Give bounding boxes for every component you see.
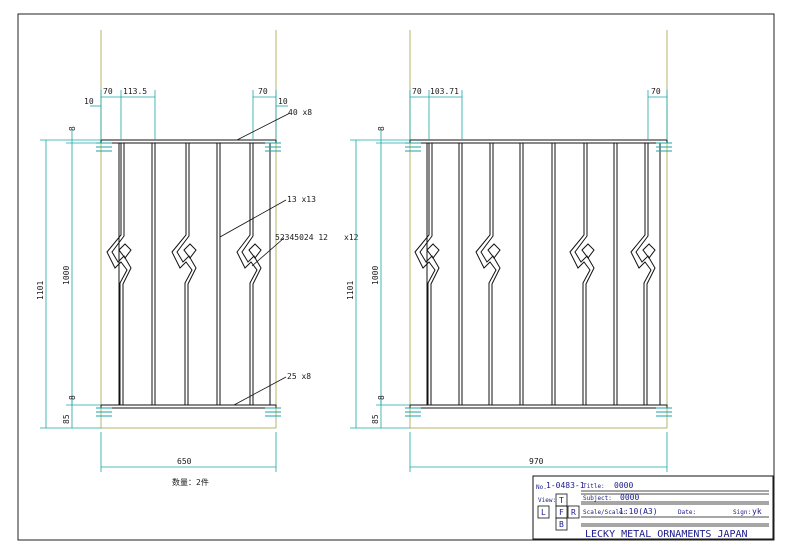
- ornamental-bars: [414, 143, 656, 405]
- scale-value: 1:10(A3): [619, 507, 658, 516]
- dimension-lines: [40, 90, 288, 472]
- subject-label: Subject:: [583, 495, 612, 502]
- anchor-brackets: [405, 142, 672, 417]
- dim-10-left: 10: [84, 97, 94, 106]
- view-label: View:: [538, 497, 556, 504]
- view-b: B: [559, 520, 564, 529]
- left-elevation-view: 70 113.5 70 10 10 8 8 1101 1000 85 650 4…: [36, 30, 328, 487]
- straight-bars: [458, 143, 618, 405]
- dim-103: 103.71: [430, 87, 459, 96]
- title-block-frame: [532, 475, 774, 540]
- dim-10-right: 10: [278, 97, 288, 106]
- dim-8-bottom: 8: [377, 395, 386, 400]
- straight-bars: [151, 143, 221, 405]
- multiplier-note: x12: [344, 233, 359, 242]
- title-label: Title:: [583, 483, 605, 490]
- leader-lines: [219, 112, 291, 406]
- sign-label: Sign:: [733, 509, 751, 516]
- drawing-number: 1-0483-1: [546, 481, 585, 490]
- dim-8-top: 8: [377, 126, 386, 131]
- no-label: No.: [536, 484, 547, 491]
- bottom-rail: [409, 404, 668, 409]
- title-block: No. 1-0483-1 Title: 0000 Subject: 0000 V…: [532, 475, 774, 540]
- title-value: 0000: [614, 481, 633, 490]
- company-name: LECKY METAL ORNAMENTS JAPAN: [585, 529, 748, 540]
- callout-part-no: 52345024 12: [275, 233, 328, 242]
- dim-1101: 1101: [36, 281, 45, 300]
- right-elevation-view: 70 103.71 70 8 8 1101 1000 85 970: [346, 30, 672, 472]
- dim-85: 85: [371, 414, 380, 424]
- date-label: Date:: [678, 509, 696, 516]
- dim-1101: 1101: [346, 281, 355, 300]
- dim-70-right: 70: [258, 87, 268, 96]
- view-r: R: [571, 508, 576, 517]
- anchor-brackets: [96, 142, 281, 417]
- dim-650: 650: [177, 457, 192, 466]
- dim-1000: 1000: [371, 266, 380, 285]
- top-rail: [100, 139, 277, 144]
- callout-top-rail: 40 x8: [288, 108, 312, 117]
- dim-8-bottom: 8: [68, 395, 77, 400]
- dim-113: 113.5: [123, 87, 147, 96]
- dim-970: 970: [529, 457, 544, 466]
- callout-bottom-rail: 25 x8: [287, 372, 311, 381]
- dimension-lines: [350, 90, 668, 472]
- sheet-border: [17, 13, 775, 541]
- dim-70-left: 70: [103, 87, 113, 96]
- view-f: F: [559, 508, 564, 517]
- top-rail: [409, 139, 668, 144]
- dim-8-top: 8: [68, 126, 77, 131]
- dim-1000: 1000: [62, 266, 71, 285]
- subject-value: 0000: [620, 493, 639, 502]
- view-l: L: [541, 508, 546, 517]
- ornamental-bars: [106, 143, 262, 405]
- bottom-rail: [100, 404, 277, 409]
- dim-70-left: 70: [412, 87, 422, 96]
- view-t: T: [559, 496, 564, 505]
- scale-label: Scale/Scale:: [583, 509, 626, 516]
- dim-85: 85: [62, 414, 71, 424]
- callout-bar: 13 x13: [287, 195, 316, 204]
- quantity-note: 数量：2件: [172, 477, 209, 487]
- sign-value: yk: [752, 507, 762, 516]
- dim-70-right: 70: [651, 87, 661, 96]
